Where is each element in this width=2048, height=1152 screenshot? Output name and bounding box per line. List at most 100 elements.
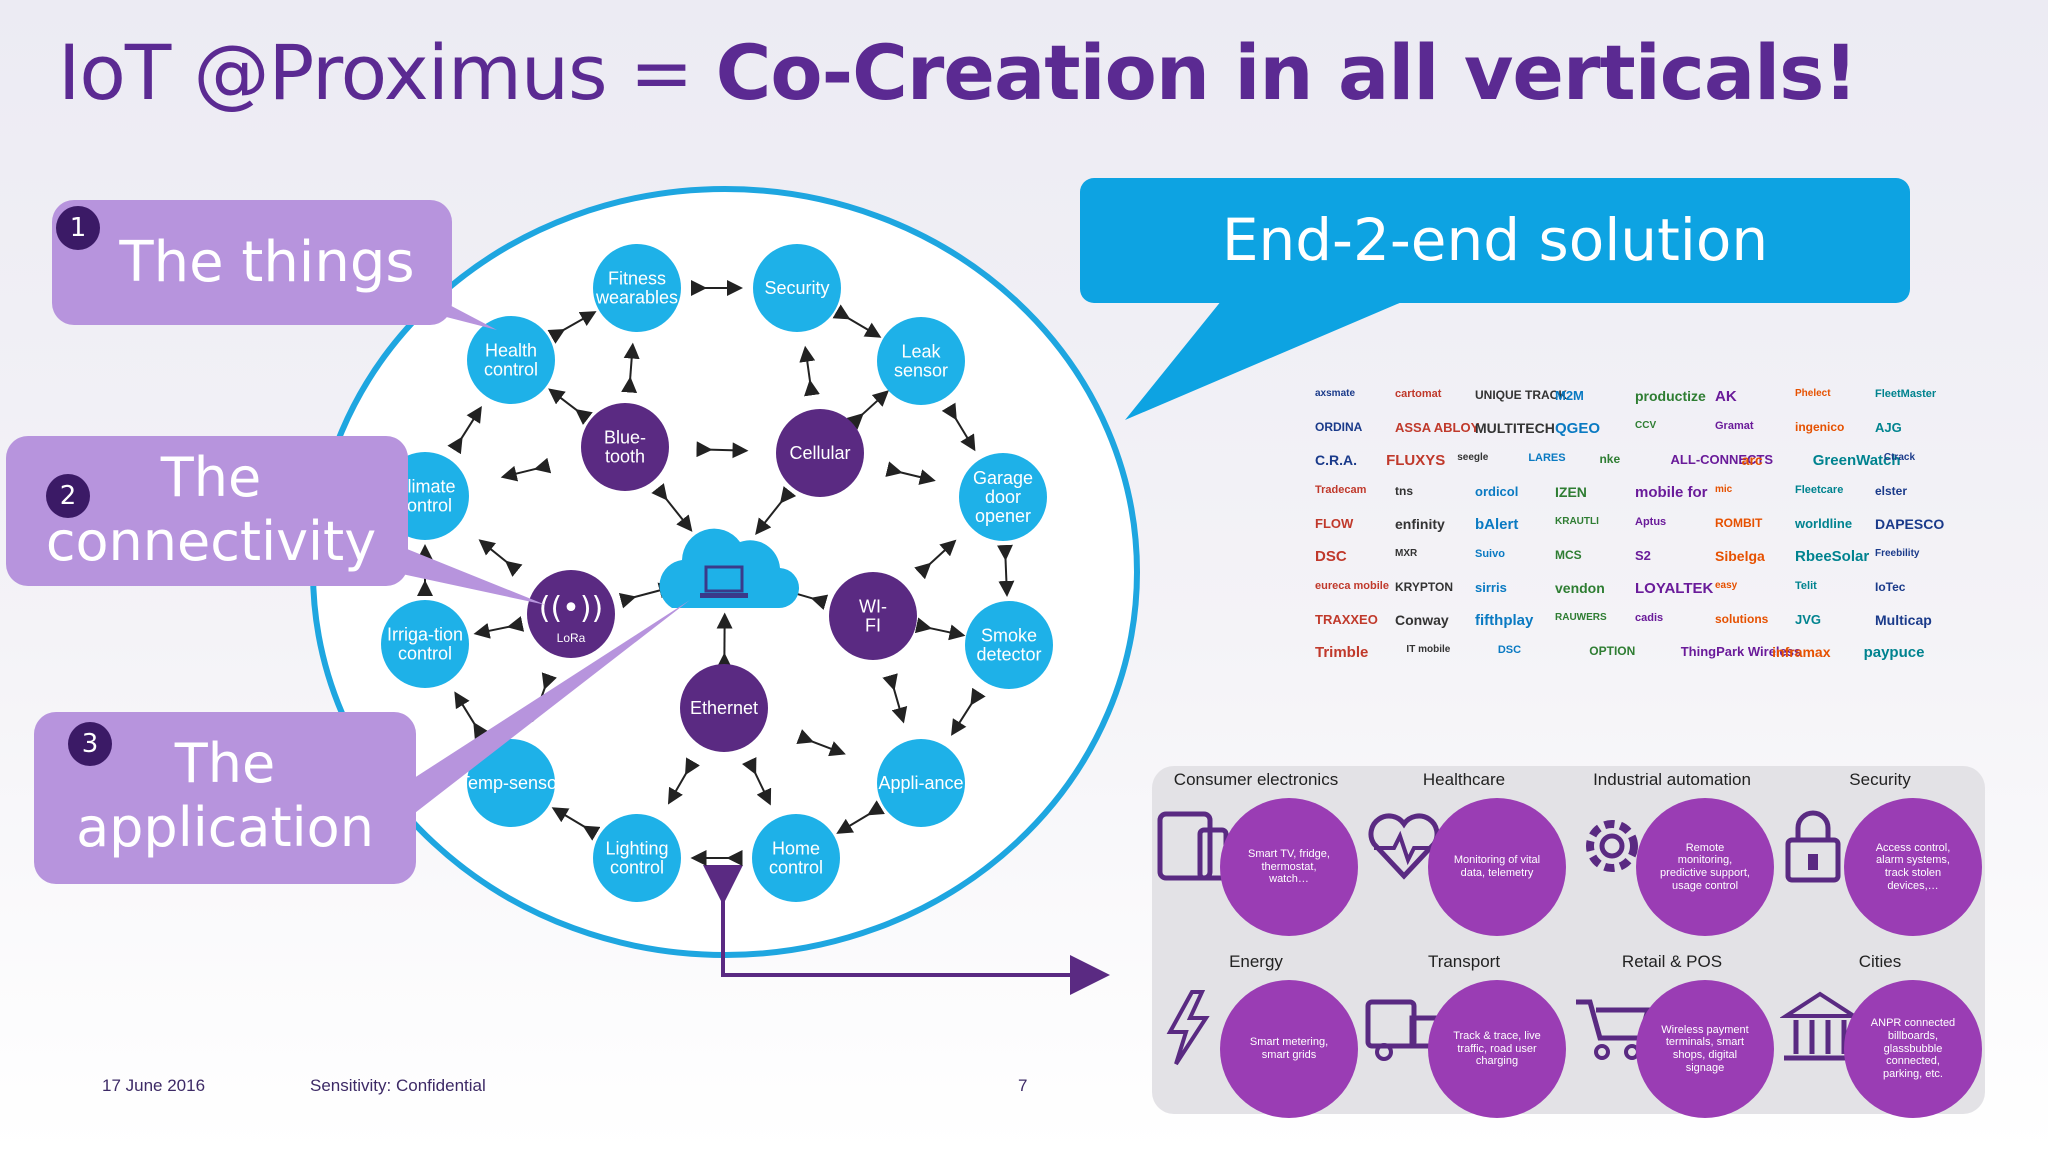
partner-logo: DAPESCO [1875,516,1945,532]
partner-logo: inframax [1772,644,1831,660]
diagram-arrow [621,342,640,394]
callout-things-text: The things [119,230,415,295]
vertical-description: Wireless payment terminals, smart shops,… [1636,980,1774,1118]
vertical-description: Remote monitoring, predictive support, u… [1636,798,1774,936]
title-bold: Co-Creation in all verticals! [715,28,1858,117]
partner-logo: ORDINA [1315,420,1363,434]
connectivity-node: Cellular [776,409,864,497]
partner-logo: fifthplay [1475,612,1534,629]
partner-logo: eureca mobile [1315,580,1389,592]
partner-logo: Suivo [1475,548,1505,560]
diagram-arrow [551,807,601,841]
thing-label: Appli-ance [878,773,963,793]
lightning-icon [1156,988,1236,1072]
partner-logo: DSC [1497,644,1522,656]
partner-logo: LOYALTEK [1635,580,1714,597]
partner-logo: FLUXYS [1386,452,1446,469]
connectivity-circle [527,570,615,658]
callout-connectivity: 2 The connectivity [6,436,408,586]
connectivity-node: WI-FI [829,572,917,660]
connectivity-label: Blue- [604,428,646,448]
connectivity-circle [680,664,768,752]
partner-logo: MULTITECH [1475,420,1555,436]
vertical-title: Security [1849,770,1911,789]
thing-label: Home [772,839,820,859]
partner-logo: AK [1715,388,1737,405]
diagram-arrow [548,388,593,426]
connectivity-node: ((•))LoRa [527,570,615,658]
partner-logo: seegle [1457,452,1489,463]
vertical-title: Cities [1858,952,1902,971]
thing-label: Garage [973,468,1033,488]
thing-node: Temp-sensor [459,739,563,827]
diagram-arrow [941,402,976,452]
diagram-arrow [454,691,489,740]
callout-number-3: 3 [68,722,112,766]
vertical-description: Track & trace, live traffic, road user c… [1428,980,1566,1118]
vertical-title: Energy [1229,952,1283,971]
diagram-arrow [755,486,797,535]
partner-logo: RbeeSolar [1795,548,1870,565]
partner-logo: IT mobile [1406,644,1451,655]
partner-logo: MXR [1395,548,1418,559]
diagram-arrow [473,616,525,639]
callout-number-1: 1 [56,206,100,250]
thing-label: control [398,644,452,664]
diagram-arrow [832,304,882,338]
partner-logo: bAlert [1475,516,1519,533]
connectivity-circle [581,403,669,491]
diagram-arrow [447,406,482,455]
thing-circle [467,739,555,827]
diagram-arrow [885,461,936,485]
partner-logo: sirris [1475,580,1507,595]
partner-logo: cartomat [1395,388,1442,400]
partner-logo: UNIQUE TRACK [1475,388,1567,402]
diagram-arrow [882,673,908,724]
partner-logo: Phelect [1795,388,1831,399]
partner-logo: Sibelga [1715,548,1765,564]
thing-circle [467,316,555,404]
e2e-callout-tail [1125,290,1430,420]
partner-logo: Trimble [1315,644,1369,661]
footer-date: 17 June 2016 [102,1076,206,1095]
partner-logo: ordicol [1475,484,1519,499]
partner-logo: RAUWERS [1555,612,1607,623]
thing-label: Climate [394,477,455,497]
partner-logo: CCV [1635,420,1657,431]
padlock-icon [1780,806,1860,890]
thing-circle [959,453,1047,541]
callout-number-2: 2 [46,474,90,518]
callout-application-text: The application [76,732,374,859]
connectivity-label: tooth [605,447,645,467]
lora-wave-icon: ((•)) [539,591,604,626]
thing-label: sensor [894,361,948,381]
thing-circle [753,244,841,332]
vertical-description: Monitoring of vital data, telemetry [1428,798,1566,936]
partner-logo: solutions [1715,612,1769,626]
partner-logo: Aptus [1635,516,1667,528]
thing-label: wearables [595,288,678,308]
connectivity-label: Cellular [789,443,850,463]
partner-logo: productize [1635,388,1706,404]
diagram-arrow [796,729,846,757]
partner-logo: QGEO [1555,420,1601,437]
thing-label: Security [764,278,829,298]
partner-logo: ThingPark Wireless [1680,644,1802,659]
partner-logo: Conway [1395,612,1449,628]
thing-label: Smoke [981,626,1037,646]
partner-logo: KRAUTLI [1555,516,1599,527]
thing-label: Irriga-tion [387,625,463,645]
diagram-arrow [846,390,889,430]
diagram-arrow [696,441,749,459]
partner-logo: DSC [1315,548,1347,565]
partner-logo: OPTION [1589,644,1636,658]
diagram-arrow [914,539,957,580]
